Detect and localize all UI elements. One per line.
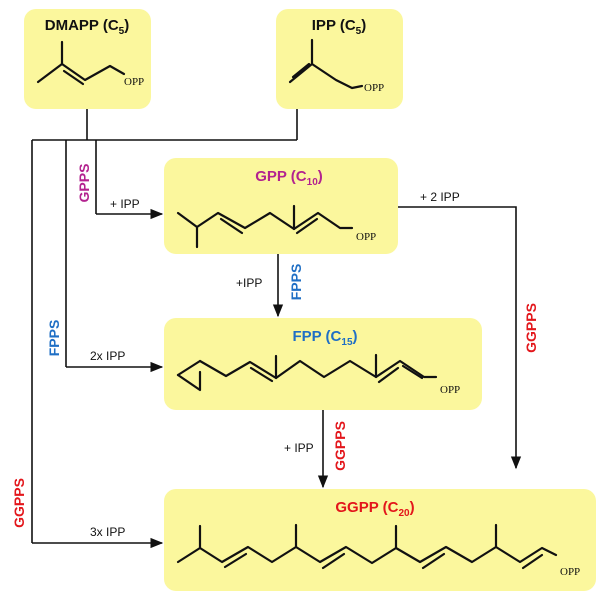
ggpp-title: GGPP (C20) [335,499,414,519]
ipp-box [276,9,403,109]
connector-lines [31,109,298,543]
enzyme-ggpps-right-label: GGPPS [523,303,539,353]
ipp-addition-to-gpp: + IPP [110,197,140,211]
gpp-title: GPP (C10) [255,168,323,188]
enzyme-ggpps-left-label: GGPPS [11,478,27,528]
ipp-addition-to-fpp: 2x IPP [90,349,125,363]
ipp-title: IPP (C5) [312,17,366,37]
enzyme-fpps-left-label: FPPS [46,320,62,357]
fpp-title: FPP (C15) [292,328,357,348]
ipp-addition-gpp-to-fpp: +IPP [236,276,262,290]
enzyme-ggpps-mid-label: GGPPS [332,421,348,471]
dmapp-box [24,9,151,109]
ggpp-box [164,489,596,591]
fpp-structure: OPP [176,353,460,396]
gpp-opp-label: OPP [356,231,376,243]
ipp-structure: OPP [288,38,384,94]
gpp-box [164,158,398,254]
ggpp-opp-label: OPP [560,566,580,578]
dmapp-opp-label: OPP [124,76,144,88]
fpp-opp-label: OPP [440,384,460,396]
gpp-structure: OPP [176,204,376,249]
dmapp-title: DMAPP (C5) [45,17,129,37]
ipp-addition-gpp-to-ggpp: + 2 IPP [420,190,460,204]
arrow-gpp-to-ggpp [398,206,522,470]
ipp-addition-fpp-to-ggpp: + IPP [284,441,314,455]
ggpp-structure: OPP [176,523,580,578]
enzyme-fpps-mid-label: FPPS [288,264,304,301]
reaction-arrows [32,206,522,549]
enzyme-gpps-label: GPPS [76,164,92,203]
ipp-addition-to-ggpp: 3x IPP [90,525,125,539]
ipp-opp-label: OPP [364,82,384,94]
dmapp-structure: OPP [36,40,144,88]
fpp-box [164,318,482,410]
